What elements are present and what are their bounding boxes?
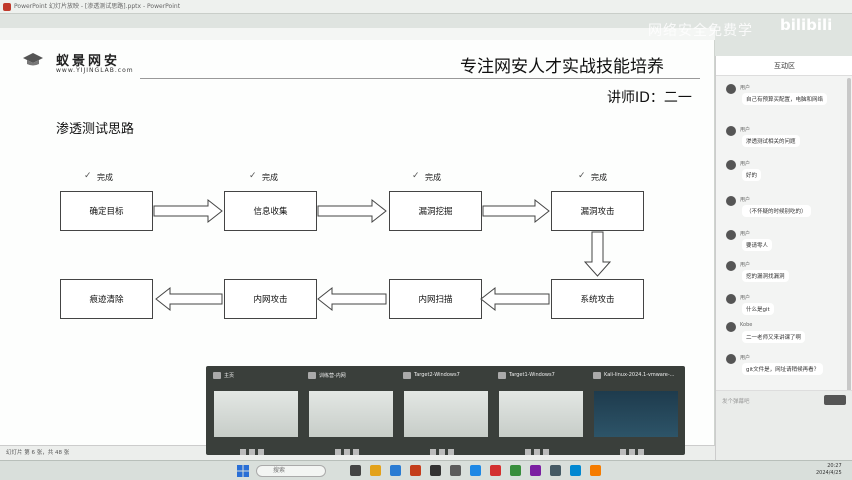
vm-icon <box>213 372 221 379</box>
vm-icon <box>593 372 601 379</box>
taskbar-search[interactable]: 搜索 <box>256 465 326 477</box>
preview-controls[interactable] <box>430 440 460 455</box>
done-label-3: ✓完成 <box>412 171 441 182</box>
done-label-1: ✓完成 <box>84 171 113 182</box>
vm-icon <box>403 372 411 379</box>
preview-screen <box>499 391 583 437</box>
done-label-4: ✓完成 <box>578 171 607 182</box>
app-icon[interactable] <box>550 465 561 476</box>
taskbar: 搜索 20:27 2024/4/25 <box>0 460 852 480</box>
arrow-left-3 <box>155 286 223 312</box>
vm-icon <box>498 372 506 379</box>
chat-sidebar: 互动区 用户自己有预算买配置，电脑和网络 用户渗透测试相关的问题 用户好的 用户… <box>715 56 852 460</box>
arrow-right-3 <box>482 198 550 224</box>
chat-input-area: 发个弹幕吧 <box>716 390 852 460</box>
avatar <box>726 294 736 304</box>
checkmark-icon: ✓ <box>249 171 257 181</box>
app-icon[interactable] <box>490 465 501 476</box>
checkmark-icon: ✓ <box>412 171 420 181</box>
step-box-trace-clearing: 痕迹清除 <box>60 279 153 319</box>
avatar <box>726 84 736 94</box>
app-icon[interactable] <box>530 465 541 476</box>
preview-screen <box>594 391 678 437</box>
done-label-2: ✓完成 <box>249 171 278 182</box>
preview-thumb[interactable]: 主页 <box>210 369 301 455</box>
window-title: PowerPoint 幻灯片放映 - [渗透测试思路].pptx - Power… <box>14 3 181 10</box>
arrow-right-2 <box>317 198 387 224</box>
chat-input[interactable]: 发个弹幕吧 <box>722 399 750 405</box>
step-box-vuln-mining: 漏洞挖掘 <box>389 191 482 231</box>
preview-thumb[interactable]: Target1-Windows7 <box>495 369 586 455</box>
avatar <box>726 196 736 206</box>
arrow-down <box>583 231 612 277</box>
chat-header: 互动区 <box>716 56 852 76</box>
task-view-icon[interactable] <box>350 465 361 476</box>
brand-name: 蚁景网安 <box>56 54 121 69</box>
preview-controls[interactable] <box>335 440 365 455</box>
preview-screen <box>214 391 298 437</box>
app-icon[interactable] <box>590 465 601 476</box>
arrow-left-2 <box>317 286 387 312</box>
edge-icon[interactable] <box>390 465 401 476</box>
preview-thumb[interactable]: 训练营-内网 <box>305 369 396 455</box>
bilibili-logo: bilibili <box>780 16 833 34</box>
app-icon <box>3 3 11 11</box>
graduation-cap-icon <box>23 53 43 66</box>
window-titlebar: PowerPoint 幻灯片放映 - [渗透测试思路].pptx - Power… <box>0 0 852 14</box>
avatar <box>726 230 736 240</box>
flow-arrows <box>153 198 612 312</box>
avatar <box>726 354 736 364</box>
vmware-icon[interactable] <box>450 465 461 476</box>
send-button[interactable] <box>824 395 846 405</box>
chat-scrollbar[interactable] <box>847 78 851 408</box>
preview-screen <box>404 391 488 437</box>
windows-start-icon[interactable] <box>237 465 249 477</box>
section-title: 渗透测试思路 <box>56 122 135 137</box>
avatar <box>726 322 736 332</box>
step-box-info-gathering: 信息收集 <box>224 191 317 231</box>
step-box-vuln-attack: 漏洞攻击 <box>551 191 644 231</box>
vm-icon <box>308 372 316 379</box>
lecturer-id: 讲师ID：二一 <box>607 90 692 106</box>
preview-thumb[interactable]: Target2-Windows7 <box>400 369 491 455</box>
checkmark-icon: ✓ <box>578 171 586 181</box>
step-box-intranet-attack: 内网攻击 <box>224 279 317 319</box>
powerpoint-icon[interactable] <box>410 465 421 476</box>
avatar <box>726 160 736 170</box>
app-icon[interactable] <box>510 465 521 476</box>
header-divider <box>140 78 700 79</box>
avatar <box>726 261 736 271</box>
watermark-text: 网络安全免费学 <box>648 23 753 39</box>
taskbar-preview-popup: 主页 训练营-内网 Target2-Windows7 Target1-Windo… <box>206 366 685 455</box>
step-box-system-attack: 系统攻击 <box>551 279 644 319</box>
arrow-right-1 <box>153 198 223 224</box>
preview-controls[interactable] <box>620 440 650 455</box>
app-icon[interactable] <box>470 465 481 476</box>
brand-url: www.YIJINGLAB.com <box>56 67 134 74</box>
file-explorer-icon[interactable] <box>370 465 381 476</box>
preview-screen <box>309 391 393 437</box>
preview-controls[interactable] <box>240 440 270 455</box>
slogan: 专注网安人才实战技能培养 <box>460 57 664 77</box>
terminal-icon[interactable] <box>430 465 441 476</box>
slide-top-strip <box>0 28 715 40</box>
app-icon[interactable] <box>570 465 581 476</box>
checkmark-icon: ✓ <box>84 171 92 181</box>
preview-controls[interactable] <box>525 440 555 455</box>
preview-thumb[interactable]: Kali-linux-2024.1-vmware-... <box>590 369 681 455</box>
arrow-left-1 <box>480 286 550 312</box>
step-box-determine-target: 确定目标 <box>60 191 153 231</box>
system-clock[interactable]: 20:27 2024/4/25 <box>816 463 842 476</box>
avatar <box>726 126 736 136</box>
